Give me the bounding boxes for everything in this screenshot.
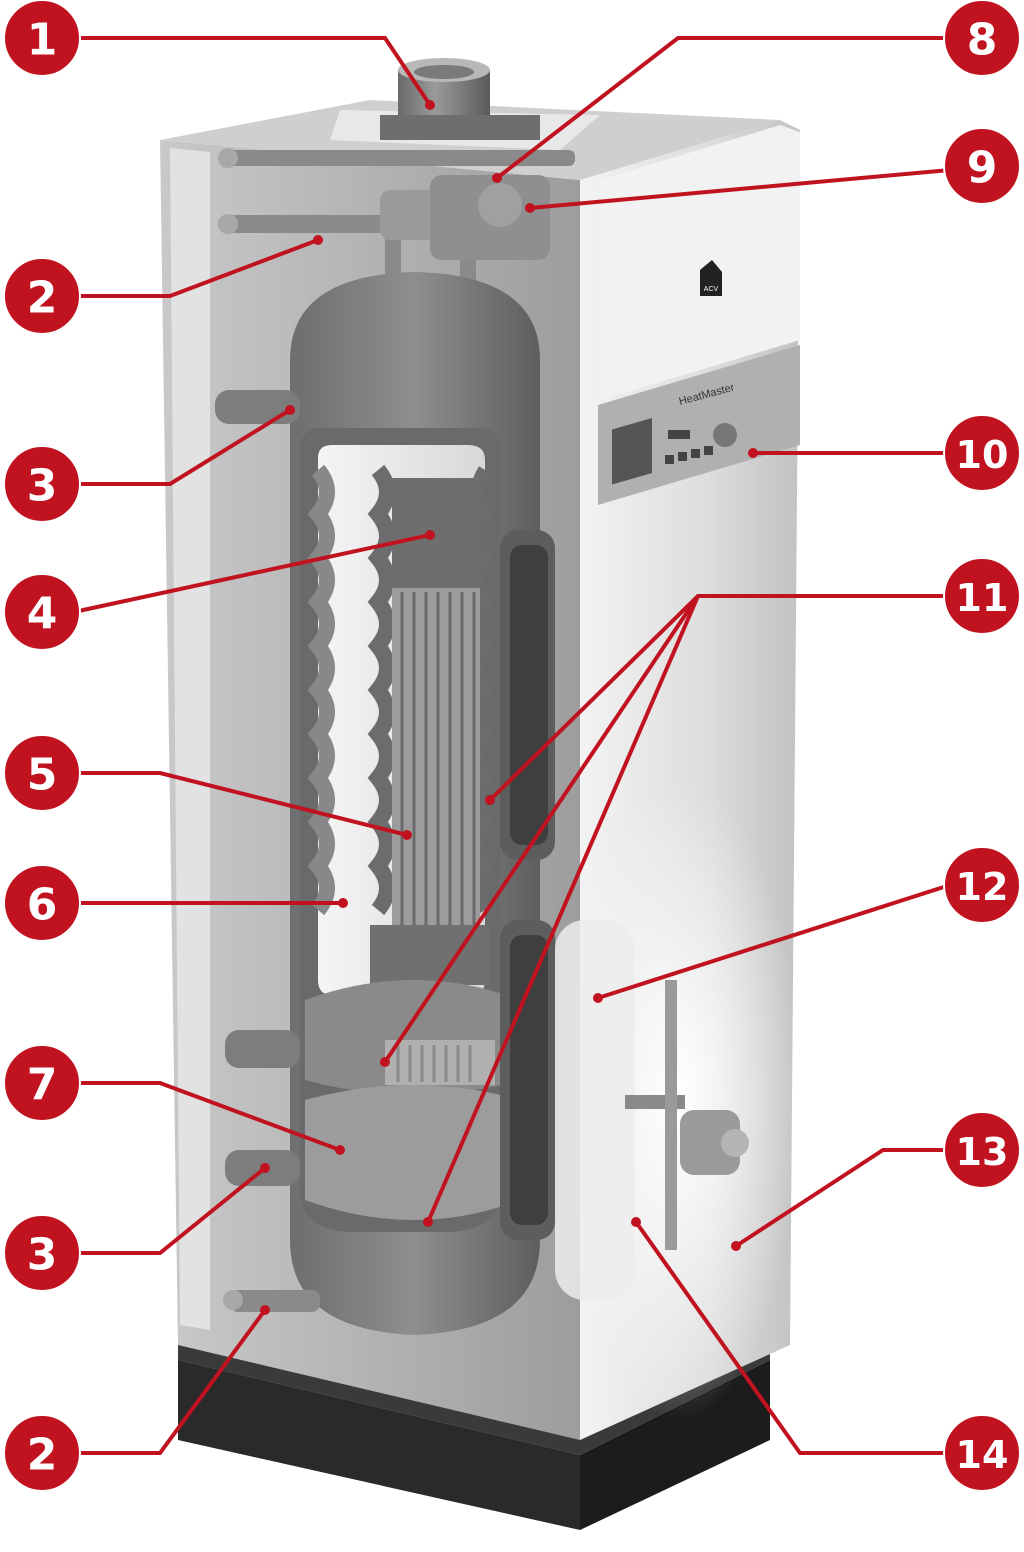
callout-6: 6 (3, 864, 81, 942)
svg-text:11: 11 (956, 576, 1009, 620)
lower-chamber (305, 980, 520, 1220)
leader-12 (597, 883, 951, 1000)
leader-3b (74, 1166, 267, 1255)
callout-14: 14 (943, 1414, 1021, 1492)
leader-11c (426, 595, 700, 1223)
callout-12: 12 (943, 846, 1021, 924)
control-panel: HeatMaster (598, 345, 800, 505)
logo-text: ACV (704, 286, 719, 293)
callout-5: 5 (3, 734, 81, 812)
svg-text:2: 2 (27, 273, 58, 324)
leader-3a (74, 408, 292, 486)
callout-11: 11 (943, 557, 1021, 635)
callout-9: 9 (943, 127, 1021, 205)
control-dial-icon (713, 423, 737, 447)
brand-logo: ACV (700, 260, 722, 296)
leader-11b (383, 594, 700, 1064)
leader-14 (634, 1220, 950, 1455)
leader-2a (74, 238, 319, 298)
svg-text:13: 13 (956, 1130, 1009, 1174)
leader-7 (74, 1081, 341, 1152)
burner-assembly (430, 175, 550, 260)
heat-exchanger-bundle (370, 478, 490, 985)
callout-2b: 2 (3, 1414, 81, 1492)
svg-text:8: 8 (967, 15, 998, 66)
base-plinth (178, 1340, 770, 1530)
svg-text:7: 7 (27, 1060, 58, 1111)
callout-4: 4 (3, 573, 81, 651)
leader-8 (495, 36, 950, 180)
callout-7: 7 (3, 1044, 81, 1122)
leader-13 (734, 1148, 950, 1248)
svg-text:14: 14 (956, 1433, 1009, 1477)
callout-8: 8 (943, 0, 1021, 77)
svg-text:3: 3 (27, 1230, 58, 1281)
callout-13: 13 (943, 1111, 1021, 1189)
svg-text:9: 9 (967, 143, 998, 194)
svg-text:3: 3 (27, 461, 58, 512)
leader-2b (74, 1308, 267, 1455)
callout-dots (260, 100, 758, 1315)
leader-5 (74, 771, 408, 837)
svg-text:2: 2 (27, 1430, 58, 1481)
svg-text:5: 5 (27, 750, 58, 801)
callout-badges: 1 2 3 4 5 6 7 3 (3, 0, 1021, 1492)
flue-outlet (380, 58, 540, 140)
callout-3a: 3 (3, 445, 81, 523)
control-buttons (665, 430, 713, 464)
leader-1 (74, 36, 432, 107)
svg-text:4: 4 (27, 589, 58, 640)
leader-9 (529, 168, 951, 210)
svg-text:1: 1 (27, 15, 58, 66)
svg-text:10: 10 (956, 433, 1009, 477)
callout-leaders (73, 36, 951, 1455)
callout-2a: 2 (3, 257, 81, 335)
callout-1: 1 (3, 0, 81, 77)
leader-4 (73, 533, 431, 614)
pump (625, 980, 749, 1250)
callout-3b: 3 (3, 1214, 81, 1292)
svg-text:12: 12 (956, 865, 1009, 909)
callout-10: 10 (943, 414, 1021, 492)
svg-text:6: 6 (27, 880, 58, 931)
